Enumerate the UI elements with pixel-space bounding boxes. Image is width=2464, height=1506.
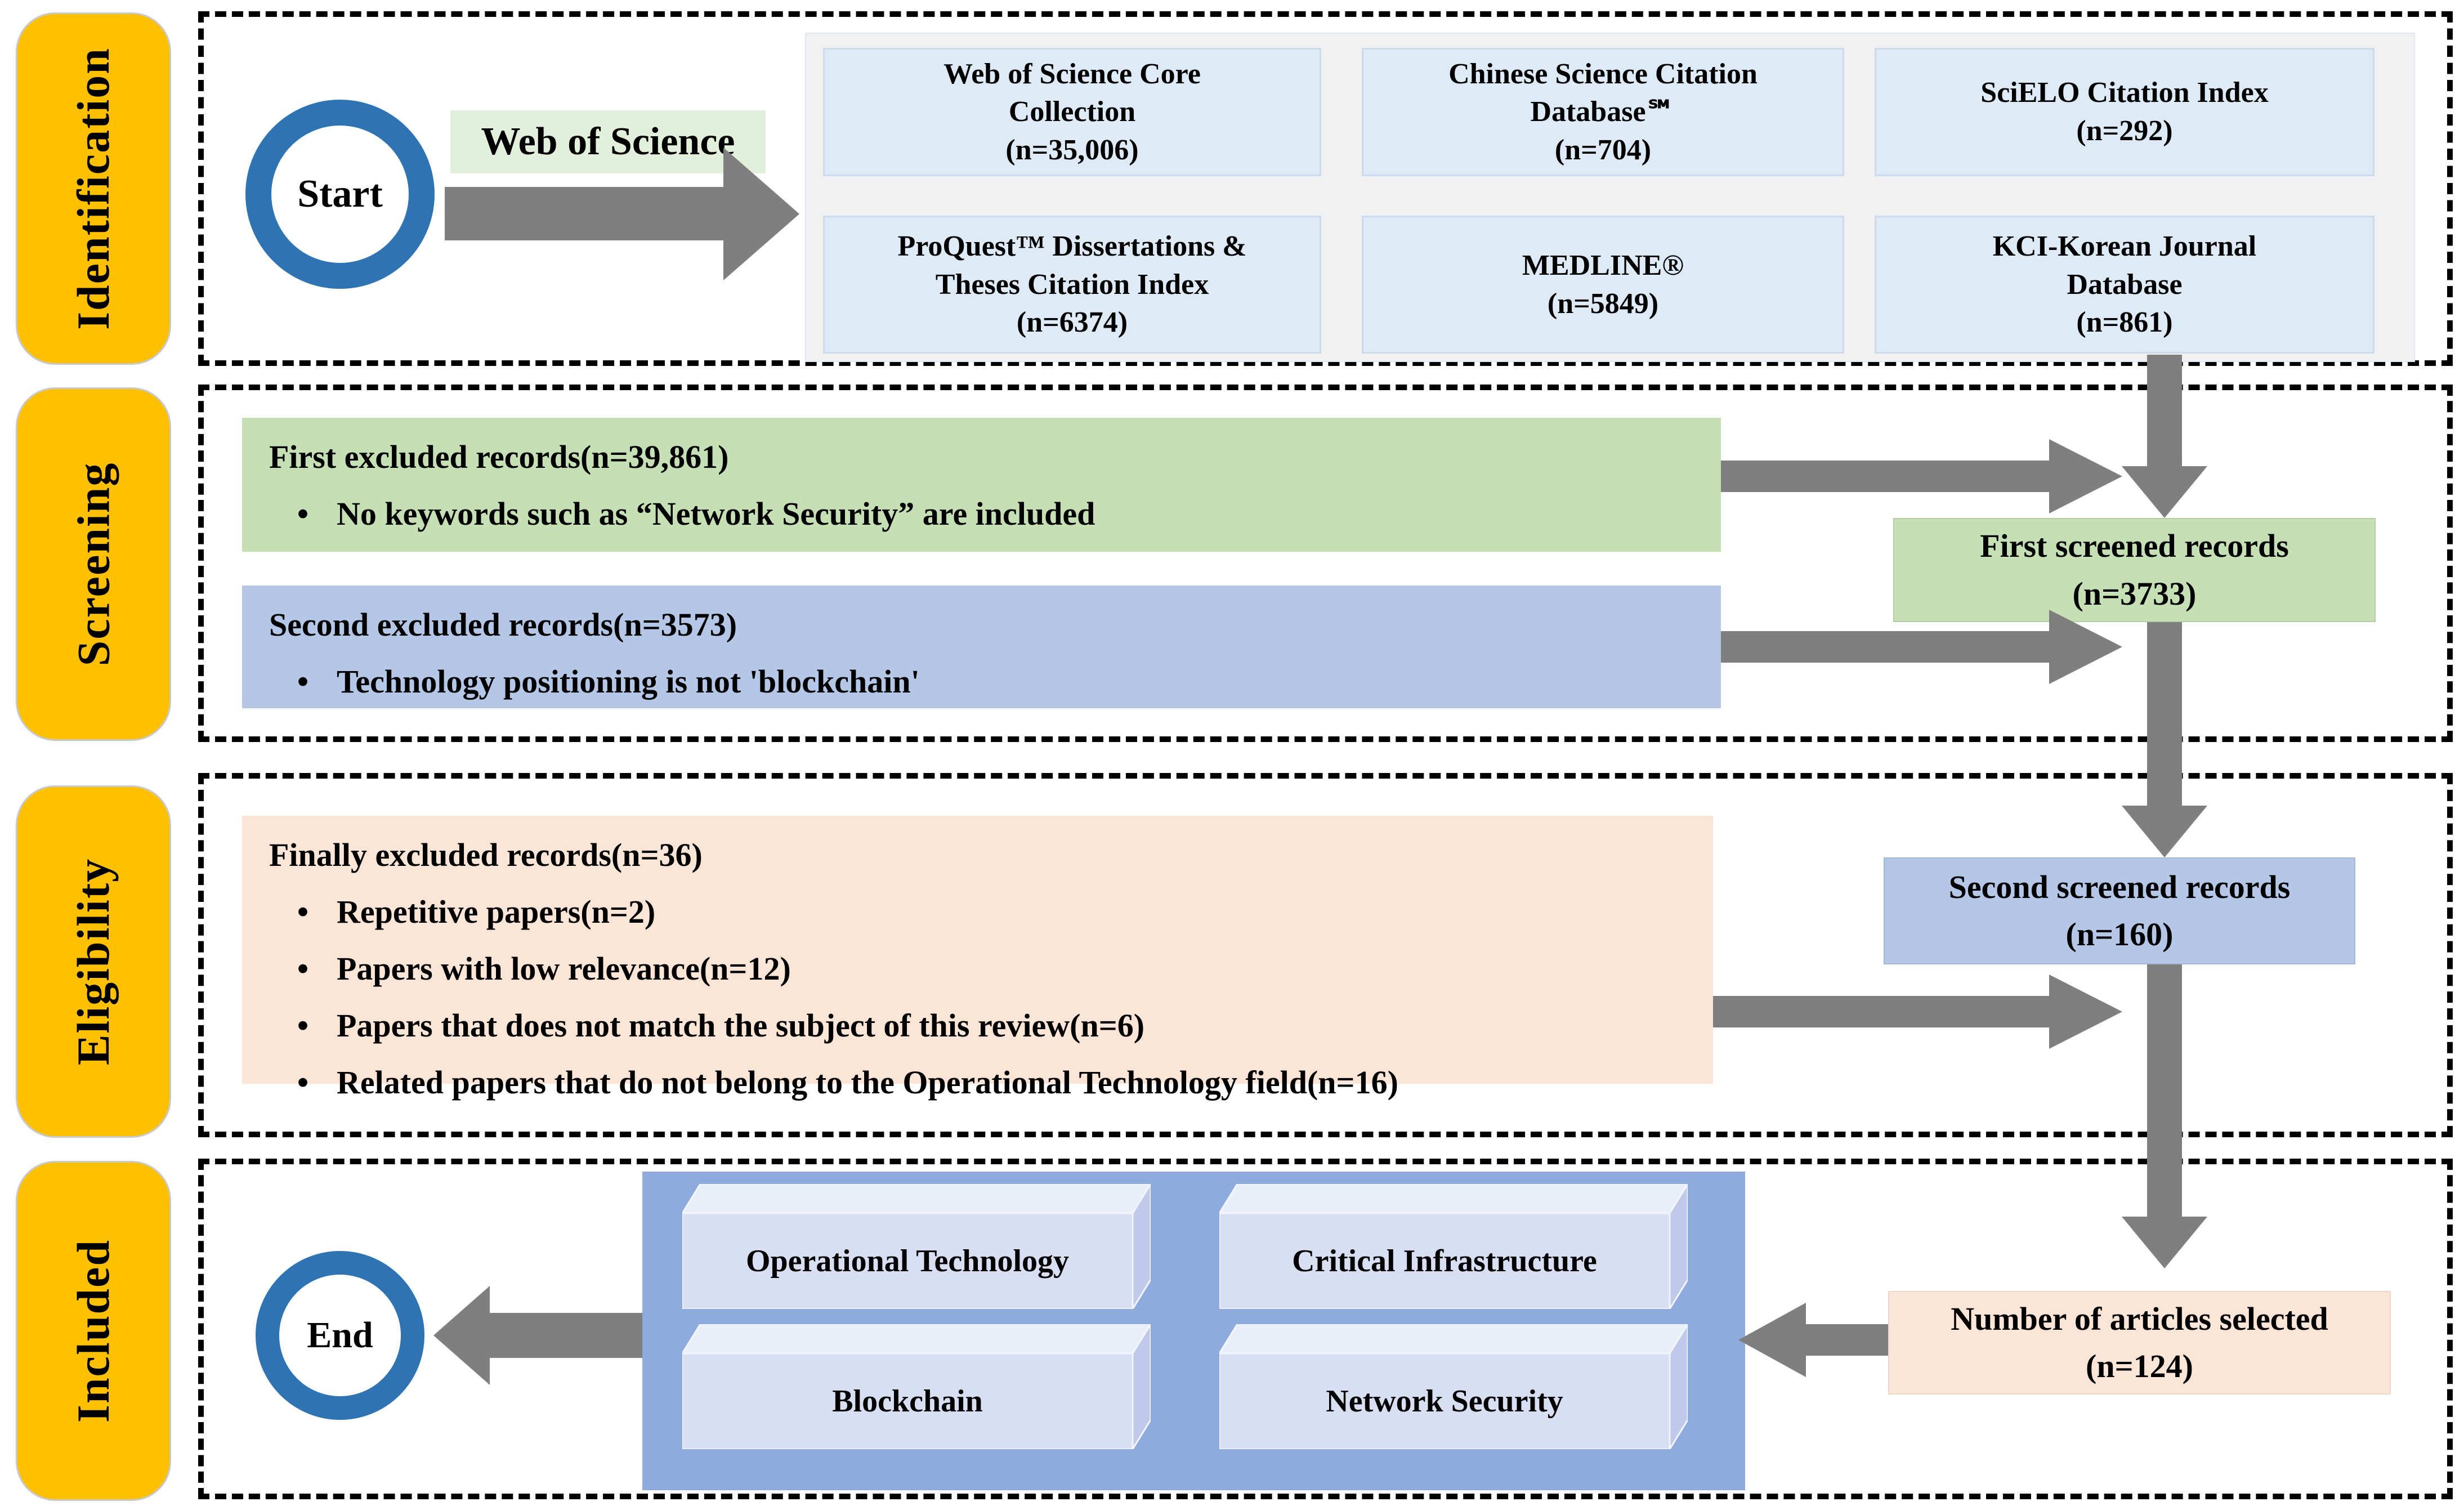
arrow-finally-excluded-head <box>2049 975 2122 1049</box>
flow-arrow-screening-to-eligibility-body <box>2147 622 2182 808</box>
arrow-second-excluded-head <box>2049 610 2122 684</box>
database-name: SciELO Citation Index <box>1980 77 2269 109</box>
database-box-kci: KCI-Korean Journal Database (n=861) <box>1875 216 2374 354</box>
phase-label-screening: Screening <box>16 387 171 741</box>
database-box-medline: MEDLINE® (n=5849) <box>1362 216 1844 354</box>
database-box-proquest: ProQuest™ Dissertations & Theses Citatio… <box>823 216 1321 354</box>
flow-arrow-eligibility-to-included-body <box>2147 964 2182 1218</box>
first-screened-box: First screened records (n=3733) <box>1893 518 2376 622</box>
arrow-selected-to-keywords-head <box>1738 1303 1806 1377</box>
articles-selected-box: Number of articles selected (n=124) <box>1888 1291 2391 1395</box>
flow-arrow-eligibility-to-included-head <box>2122 1217 2207 1268</box>
phase-label-identification-text: Identification <box>68 47 119 330</box>
keyword-label: Blockchain <box>832 1384 983 1419</box>
flow-arrow-identification-to-screening-head <box>2122 466 2207 518</box>
keyword-label: Network Security <box>1326 1384 1563 1419</box>
finally-excluded-bullet-2: • Papers with low relevance(n=12) <box>269 944 1696 993</box>
first-screened-line1: First screened records <box>1980 528 2289 565</box>
phase-label-eligibility: Eligibility <box>16 785 171 1138</box>
screening-section-frame <box>198 385 2453 742</box>
keyword-3d-shape <box>1219 1184 1688 1309</box>
second-screened-line1: Second screened records <box>1948 868 2291 905</box>
keyword-box-operational-technology: Operational Technology <box>682 1184 1151 1309</box>
phase-label-identification: Identification <box>16 12 171 365</box>
web-of-science-label: Web of Science <box>450 110 766 173</box>
keyword-3d-shape <box>1219 1324 1688 1449</box>
database-name: Chinese Science Citation Database℠ <box>1448 57 1758 128</box>
eligibility-section-frame <box>198 773 2453 1137</box>
start-arrow-head <box>723 148 799 280</box>
phase-label-screening-text: Screening <box>68 462 119 667</box>
database-box-wos-core: Web of Science Core Collection (n=35,006… <box>823 48 1321 176</box>
database-name: ProQuest™ Dissertations & Theses Citatio… <box>897 230 1247 301</box>
database-name: KCI-Korean Journal Database <box>1992 230 2257 301</box>
database-box-chinese-science: Chinese Science Citation Database℠ (n=70… <box>1362 48 1844 176</box>
finally-excluded-bullet-4: • Related papers that do not belong to t… <box>269 1058 1696 1107</box>
keyword-3d-shape <box>682 1324 1151 1449</box>
bullet-text: Papers with low relevance(n=12) <box>337 950 791 987</box>
start-node: Start <box>245 100 435 289</box>
first-excluded-bullet: • No keywords such as “Network Security”… <box>269 489 1704 538</box>
database-count: (n=5849) <box>1547 287 1659 320</box>
web-of-science-label-text: Web of Science <box>481 120 735 163</box>
finally-excluded-bullet-3: • Papers that does not match the subject… <box>269 1001 1696 1050</box>
bullet-dot: • <box>297 663 309 700</box>
keyword-box-blockchain: Blockchain <box>682 1324 1151 1449</box>
keyword-label: Operational Technology <box>745 1244 1070 1279</box>
bullet-dot: • <box>297 495 309 532</box>
arrow-finally-excluded-body <box>1713 996 2050 1027</box>
database-count: (n=35,006) <box>1005 133 1139 166</box>
bullet-text: Technology positioning is not 'blockchai… <box>337 663 920 700</box>
phase-label-included-text: Included <box>68 1239 119 1423</box>
database-count: (n=6374) <box>1016 306 1128 339</box>
finally-excluded-bullet-1: • Repetitive papers(n=2) <box>269 887 1696 936</box>
bullet-text: Papers that does not match the subject o… <box>337 1007 1145 1044</box>
first-screened-line2: (n=3733) <box>2072 575 2197 612</box>
articles-selected-line1: Number of articles selected <box>1951 1300 2328 1337</box>
finally-excluded-title: Finally excluded records(n=36) <box>269 837 703 873</box>
database-name: Web of Science Core Collection <box>943 57 1201 128</box>
keyword-box-critical-infrastructure: Critical Infrastructure <box>1219 1184 1688 1309</box>
bullet-text: No keywords such as “Network Security” a… <box>337 495 1095 532</box>
flow-arrow-identification-to-screening-body <box>2147 355 2182 467</box>
bullet-dot: • <box>297 893 309 930</box>
phase-label-eligibility-text: Eligibility <box>68 857 119 1066</box>
start-node-label: Start <box>297 172 383 216</box>
flow-arrow-screening-to-eligibility-head <box>2122 806 2207 857</box>
bullet-text: Repetitive papers(n=2) <box>337 893 656 930</box>
start-arrow-body <box>445 187 723 240</box>
arrow-to-end-body <box>490 1313 642 1358</box>
second-excluded-bullet: • Technology positioning is not 'blockch… <box>269 657 1704 706</box>
database-name: MEDLINE® <box>1522 249 1684 281</box>
arrow-first-excluded-body <box>1721 461 2050 492</box>
keyword-3d-shape <box>682 1184 1151 1309</box>
identification-section-frame <box>198 11 2453 366</box>
end-node: End <box>256 1251 424 1420</box>
arrow-first-excluded-head <box>2049 439 2122 513</box>
articles-selected-line2: (n=124) <box>2086 1348 2193 1384</box>
included-section-frame <box>198 1159 2453 1499</box>
database-count: (n=861) <box>2076 306 2173 339</box>
phase-label-included: Included <box>16 1161 171 1501</box>
second-excluded-title: Second excluded records(n=3573) <box>269 606 737 643</box>
keyword-box-network-security: Network Security <box>1219 1324 1688 1449</box>
bullet-text: Related papers that do not belong to the… <box>337 1064 1398 1101</box>
second-screened-box: Second screened records (n=160) <box>1884 857 2355 964</box>
arrow-to-end-head <box>433 1286 490 1385</box>
first-excluded-title: First excluded records(n=39,861) <box>269 439 729 475</box>
arrow-second-excluded-body <box>1721 631 2050 663</box>
second-screened-line2: (n=160) <box>2065 916 2174 953</box>
database-count: (n=704) <box>1554 133 1652 166</box>
bullet-dot: • <box>297 1007 309 1044</box>
second-excluded-box: Second excluded records(n=3573) • Techno… <box>242 586 1721 708</box>
first-excluded-box: First excluded records(n=39,861) • No ke… <box>242 418 1721 552</box>
keyword-label: Critical Infrastructure <box>1292 1244 1597 1279</box>
finally-excluded-box: Finally excluded records(n=36) • Repetit… <box>242 816 1713 1101</box>
bullet-dot: • <box>297 950 309 987</box>
database-box-scielo: SciELO Citation Index (n=292) <box>1875 48 2374 176</box>
end-node-label: End <box>307 1315 373 1356</box>
arrow-selected-to-keywords-body <box>1806 1324 1888 1356</box>
database-count: (n=292) <box>2076 115 2173 147</box>
bullet-dot: • <box>297 1064 309 1101</box>
